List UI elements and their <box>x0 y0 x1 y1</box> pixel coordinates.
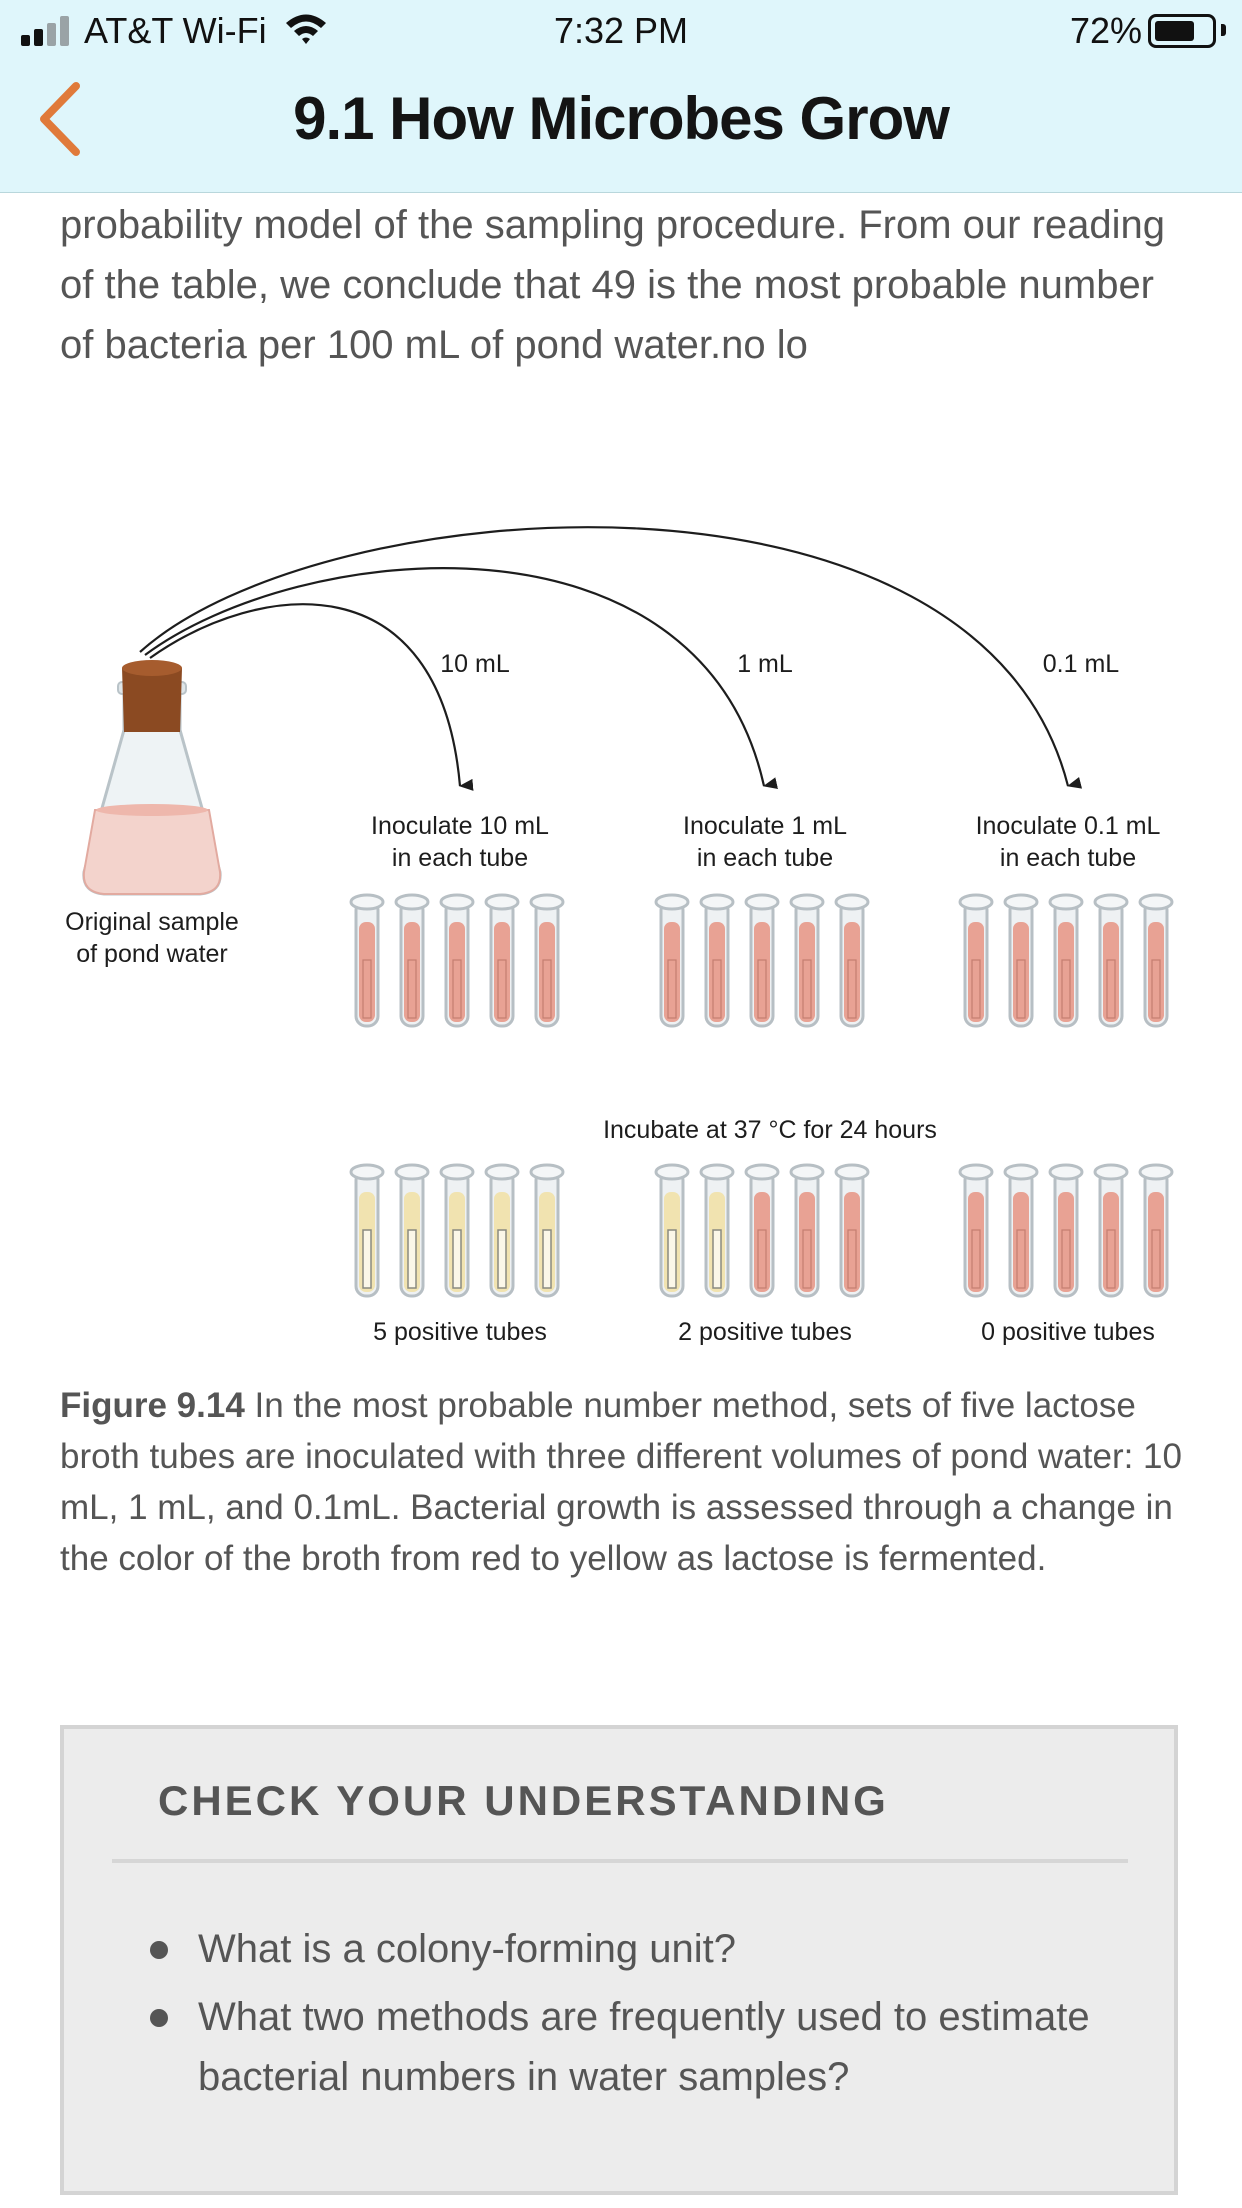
chevron-left-icon[interactable] <box>34 78 86 160</box>
incubated-tube <box>439 1163 475 1298</box>
figure-caption: Figure 9.14 In the most probable number … <box>60 1380 1190 1584</box>
transfer-arrow-10ml <box>149 603 474 791</box>
check-understanding-box: CHECK YOUR UNDERSTANDING What is a colon… <box>60 1725 1178 2195</box>
incubated-tube <box>1003 1163 1039 1298</box>
inoculate-label-1ml: Inoculate 1 mL in each tube <box>645 810 885 874</box>
inoculate-01ml-line2: in each tube <box>999 844 1137 872</box>
flask-label-line2: of pond water <box>76 940 228 968</box>
incubated-tube <box>484 1163 520 1298</box>
bullet-icon <box>150 2009 168 2027</box>
inoculated-tube <box>744 893 780 1028</box>
body-paragraph: probability model of the sampling proced… <box>60 203 1166 367</box>
incubated-tube <box>1138 1163 1174 1298</box>
question-text: What two methods are frequently used to … <box>198 1995 1090 2099</box>
inoculate-10ml-line2: in each tube <box>391 844 529 872</box>
inoculate-1ml-line2: in each tube <box>696 844 834 872</box>
flask-label-line1: Original sample <box>65 908 239 936</box>
incubated-tube <box>1048 1163 1084 1298</box>
question-item: What is a colony-forming unit? <box>138 1919 1118 1979</box>
transfer-arrow-01ml <box>139 526 1083 789</box>
page-title: 9.1 How Microbes Grow <box>293 85 950 152</box>
volume-label-01ml: 0.1 mL <box>1042 650 1120 678</box>
app-header: AT&T Wi-Fi 7:32 PM 72% 9.1 How Microbes … <box>0 0 1242 193</box>
mpn-figure: Original sample of pond water 10 mL 1 mL… <box>0 500 1242 1380</box>
status-time: 7:32 PM <box>553 10 689 51</box>
battery-icon <box>1148 14 1216 48</box>
inoculated-tube <box>484 893 520 1028</box>
incubate-label: Incubate at 37 °C for 24 hours <box>603 1116 937 1144</box>
incubated-tube <box>789 1163 825 1298</box>
result-label-10ml: 5 positive tubes <box>373 1318 547 1346</box>
question-list: What is a colony-forming unit? What two … <box>138 1919 1118 2115</box>
volume-label-1ml: 1 mL <box>737 650 793 678</box>
incubated-tube <box>529 1163 565 1298</box>
incubated-tube <box>654 1163 690 1298</box>
caption-label: Figure 9.14 <box>60 1386 245 1425</box>
bullet-icon <box>150 1941 168 1959</box>
result-label-1ml: 2 positive tubes <box>678 1318 852 1346</box>
status-bar: AT&T Wi-Fi 7:32 PM 72% <box>0 0 1242 62</box>
volume-label-10ml: 10 mL <box>440 650 510 678</box>
inoculated-tube <box>834 893 870 1028</box>
incubated-tube <box>349 1163 385 1298</box>
incubated-tube <box>699 1163 735 1298</box>
incubated-tube <box>834 1163 870 1298</box>
inoculated-tube <box>349 893 385 1028</box>
inoculated-tube <box>958 893 994 1028</box>
battery-percent: 72% <box>1069 10 1142 51</box>
flask-label: Original sample of pond water <box>40 906 264 970</box>
result-label-01ml: 0 positive tubes <box>981 1318 1155 1346</box>
inoculated-tube <box>1093 893 1129 1028</box>
incubated-tube <box>744 1163 780 1298</box>
inoculated-tube <box>699 893 735 1028</box>
incubated-tube <box>394 1163 430 1298</box>
inoculate-label-10ml: Inoculate 10 mL in each tube <box>340 810 580 874</box>
question-item: What two methods are frequently used to … <box>138 1987 1118 2107</box>
inoculate-label-01ml: Inoculate 0.1 mL in each tube <box>948 810 1188 874</box>
battery-fill <box>1155 21 1194 41</box>
transfer-arrow-1ml <box>144 567 779 789</box>
inoculate-10ml-line1: Inoculate 10 mL <box>371 812 549 840</box>
check-heading: CHECK YOUR UNDERSTANDING <box>158 1777 889 1824</box>
check-divider <box>112 1859 1128 1863</box>
inoculated-tube <box>394 893 430 1028</box>
inoculated-tube <box>789 893 825 1028</box>
tubes-layer <box>349 893 1174 1298</box>
inoculated-tube <box>529 893 565 1028</box>
incubated-tube <box>1093 1163 1129 1298</box>
wifi-icon <box>286 14 326 44</box>
inoculated-tube <box>439 893 475 1028</box>
incubated-tube <box>958 1163 994 1298</box>
carrier-label: AT&T Wi-Fi <box>84 10 267 51</box>
inoculated-tube <box>1048 893 1084 1028</box>
figure-illustration <box>82 526 1174 1298</box>
inoculated-tube <box>654 893 690 1028</box>
inoculated-tube <box>1138 893 1174 1028</box>
inoculate-1ml-line1: Inoculate 1 mL <box>683 812 847 840</box>
inoculated-tube <box>1003 893 1039 1028</box>
flask-illustration <box>82 660 222 896</box>
question-text: What is a colony-forming unit? <box>198 1927 737 1971</box>
inoculate-01ml-line1: Inoculate 0.1 mL <box>975 812 1161 840</box>
caption-text: In the most probable number method, sets… <box>60 1386 1182 1578</box>
battery-cap <box>1221 24 1226 36</box>
signal-strength-icon <box>21 16 73 46</box>
